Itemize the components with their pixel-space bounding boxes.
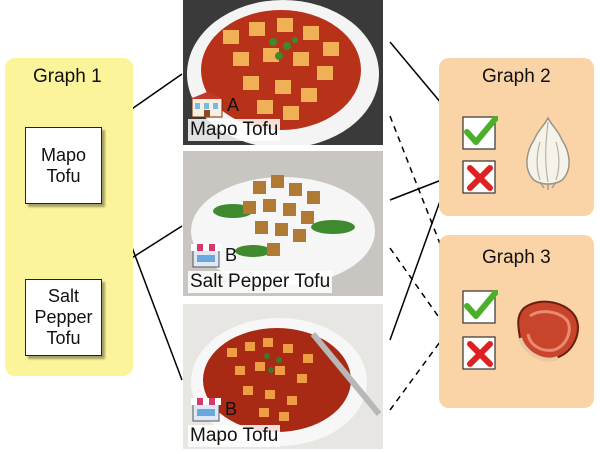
steak-icon	[517, 300, 579, 362]
shop-icon	[191, 244, 221, 268]
shop-icon	[191, 398, 221, 422]
dish-line: Tofu	[46, 328, 81, 348]
mapo-tofu-image	[183, 304, 383, 449]
dish-line: Pepper	[34, 307, 93, 327]
cross-icon	[462, 336, 496, 370]
photo-c-caption: Mapo Tofu	[188, 425, 281, 447]
photo-a-tag: A	[190, 92, 239, 118]
dish-line: Tofu	[46, 165, 81, 186]
graph3-title: Graph 3	[482, 247, 551, 268]
photo-c-letter: B	[225, 398, 238, 419]
dish-line: Salt	[47, 286, 79, 306]
graph1-title: Graph 1	[33, 66, 102, 87]
graph1-dish-mapo: Mapo Tofu	[25, 127, 102, 204]
check-icon	[462, 116, 498, 150]
photo-c-tag: B	[190, 396, 237, 422]
garlic-icon	[526, 116, 570, 190]
cross-icon	[462, 160, 496, 194]
graph1-dish-salt-pepper: Salt Pepper Tofu	[25, 279, 102, 356]
dish-line: Mapo	[40, 144, 87, 165]
graph2-title: Graph 2	[482, 66, 551, 87]
restaurant-icon	[190, 92, 224, 118]
photo-a-caption: Mapo Tofu	[188, 119, 281, 141]
photo-b-caption: Salt Pepper Tofu	[188, 271, 333, 293]
photo-c	[183, 304, 383, 449]
check-icon	[462, 290, 498, 324]
photo-b-tag: B	[190, 242, 237, 268]
photo-a-letter: A	[227, 94, 240, 115]
photo-b-letter: B	[225, 244, 238, 265]
